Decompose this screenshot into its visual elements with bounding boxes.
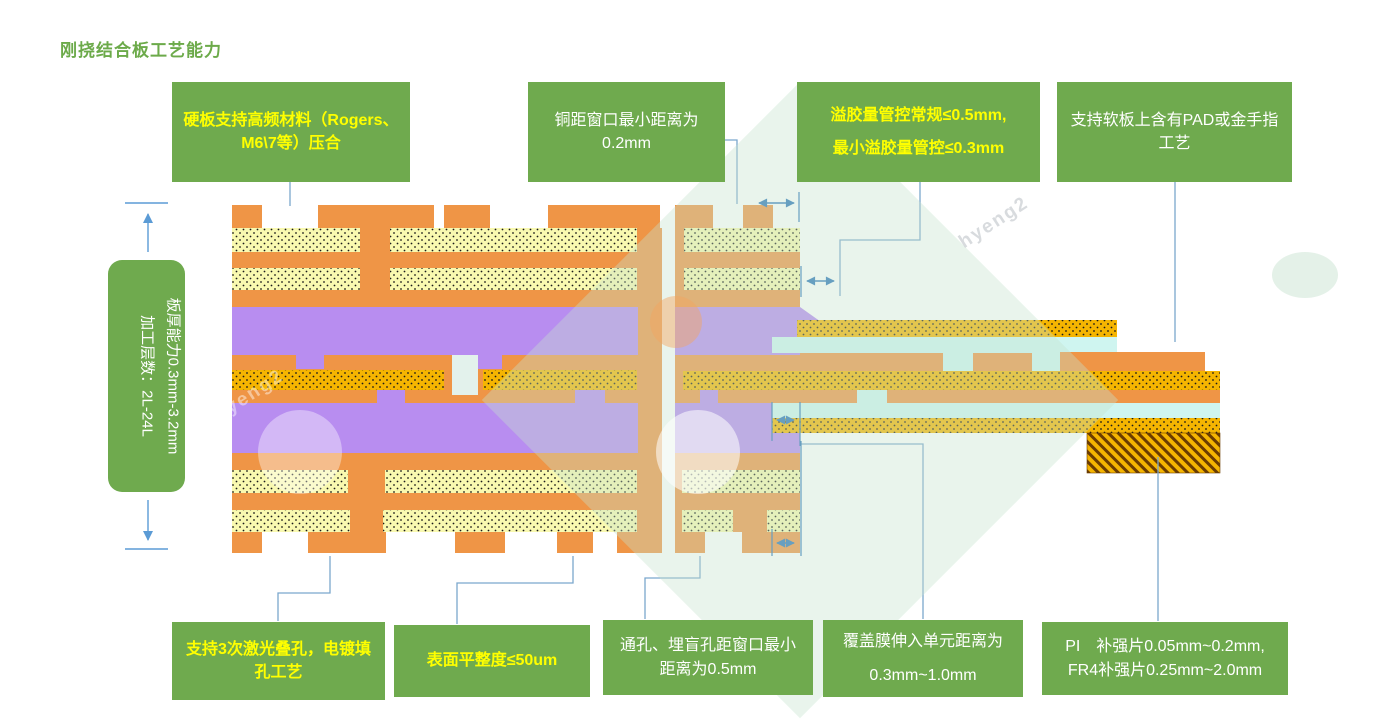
callout-line-copper-window [724, 139, 738, 204]
covercoat-bottom [772, 418, 1220, 433]
callout-text: 支持3次激光叠孔，电镀填孔工艺 [186, 640, 371, 681]
adhesive-layer [683, 371, 1220, 390]
bottom-copper-pads [232, 530, 662, 553]
callout-box-coverlay-overlap: 覆盖膜伸入单元距离为 0.3mm~1.0mm [823, 620, 1023, 697]
top-copper-pads [232, 205, 660, 230]
flex-core-layers [232, 307, 638, 453]
coverlay-top [772, 337, 1117, 371]
prepreg-layers [232, 228, 637, 532]
bottom-copper-pads [675, 530, 800, 553]
stiffener-hatched [1086, 432, 1221, 474]
callout-text-line2: 0.2mm [602, 135, 651, 152]
thickness-range-arrows [125, 202, 168, 550]
prepreg-layers [682, 228, 800, 532]
dimension-arrows [758, 192, 835, 556]
top-copper-pads [675, 205, 773, 230]
callout-line-glue-control [839, 182, 921, 296]
callout-line-via-window [644, 556, 701, 619]
callout-text-line1: 覆盖膜伸入单元距离为 [842, 633, 1003, 651]
board-thickness-capability-text: 板厚能力0.3mm-3.2mm 加工层数：2L-24L [108, 260, 185, 492]
callout-text-line1: PI 补强片0.05mm~0.2mm, [1065, 638, 1265, 656]
callout-box-stiffener: PI 补强片0.05mm~0.2mm, FR4补强片0.25mm~2.0mm [1042, 622, 1288, 695]
callout-lines [277, 139, 1176, 624]
callout-text: 支持软板上含有PAD或金手指工艺 [1070, 111, 1279, 152]
callout-text-line1: 溢胶量管控常规≤0.5mm, [830, 106, 1007, 124]
callout-box-rigid-high-freq: 硬板支持高频材料（Rogers、M6\7等）压合 [172, 82, 410, 182]
callout-box-surface-flatness: 表面平整度≤50um [394, 625, 590, 697]
callout-text-line2: 最小溢胶量管控≤0.3mm [832, 140, 1005, 157]
callout-line-laser-via [277, 556, 331, 621]
callout-text: 表面平整度≤50um [426, 652, 558, 670]
callout-text: 硬板支持高频材料（Rogers、M6\7等）压合 [183, 111, 399, 152]
callout-line-flatness [456, 556, 574, 624]
flex-copper-traces [800, 352, 1220, 403]
callout-box-laser-stacked-via: 支持3次激光叠孔，电镀填孔工艺 [172, 622, 385, 700]
callout-text-line2: 0.3mm~1.0mm [869, 666, 977, 684]
adhesive-layer [232, 370, 637, 390]
page-title: 刚挠结合板工艺能力 [60, 41, 222, 60]
callout-line-coverlay [801, 443, 924, 619]
capability-line2: 加工层数：2L-24L [138, 315, 156, 437]
coverlay-bottom [772, 390, 1220, 418]
flex-tail [683, 320, 1221, 474]
callout-box-flex-pad: 支持软板上含有PAD或金手指工艺 [1057, 82, 1292, 182]
left-rigid-stack [232, 205, 662, 553]
callout-box-via-to-window: 通孔、埋盲孔距窗口最小距离为0.5mm [603, 620, 813, 695]
callout-box-copper-window: 铜距窗口最小距离为 0.2mm [528, 82, 725, 182]
window-slot [452, 355, 478, 395]
callout-text: 通孔、埋盲孔距窗口最小距离为0.5mm [619, 637, 796, 678]
capability-line1: 板厚能力0.3mm-3.2mm [164, 297, 181, 455]
callout-box-glue-control: 溢胶量管控常规≤0.5mm, 最小溢胶量管控≤0.3mm [797, 82, 1040, 182]
board-thickness-capability-label: 板厚能力0.3mm-3.2mm 加工层数：2L-24L [108, 260, 185, 492]
callout-text-line1: 铜距窗口最小距离为 [554, 111, 699, 129]
callout-text-line2: FR4补强片0.25mm~2.0mm [1067, 661, 1263, 679]
covercoat-top [797, 320, 1117, 337]
